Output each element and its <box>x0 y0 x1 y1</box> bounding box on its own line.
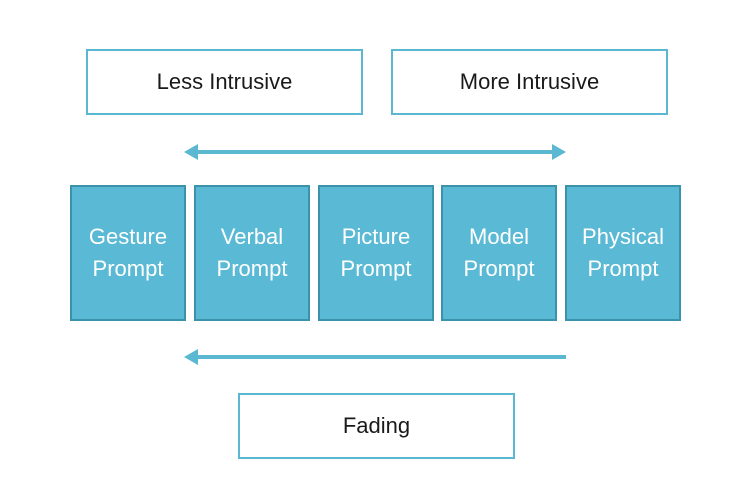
prompt-card-line2: Prompt <box>92 256 164 281</box>
prompt-card-line1: Picture <box>341 224 411 249</box>
prompt-hierarchy: Gesture Prompt Verbal Prompt Picture Pro… <box>70 185 681 321</box>
prompt-card-gesture: Gesture Prompt <box>70 185 186 321</box>
prompt-card-physical: Physical Prompt <box>565 185 681 321</box>
fading-box: Fading <box>238 393 515 459</box>
prompt-card-line2: Prompt <box>463 256 535 281</box>
prompt-card-verbal: Verbal Prompt <box>194 185 310 321</box>
prompt-card-line2: Prompt <box>340 256 412 281</box>
prompt-card-line1: Gesture <box>88 224 168 249</box>
more-intrusive-label: More Intrusive <box>459 69 600 94</box>
prompt-card-line2: Prompt <box>587 256 659 281</box>
prompt-card-line1: Model <box>469 224 529 249</box>
fading-label: Fading <box>342 413 411 438</box>
less-intrusive-label: Less Intrusive <box>156 69 293 94</box>
fading-arrow <box>184 349 566 365</box>
prompt-card-line1: Verbal <box>220 224 284 249</box>
less-intrusive-box: Less Intrusive <box>86 49 363 115</box>
prompt-card-picture: Picture Prompt <box>318 185 434 321</box>
more-intrusive-box: More Intrusive <box>391 49 668 115</box>
prompt-card-line2: Prompt <box>216 256 288 281</box>
prompt-card-model: Model Prompt <box>441 185 557 321</box>
prompt-card-line1: Physical <box>582 224 664 249</box>
double-headed-arrow <box>184 144 566 160</box>
